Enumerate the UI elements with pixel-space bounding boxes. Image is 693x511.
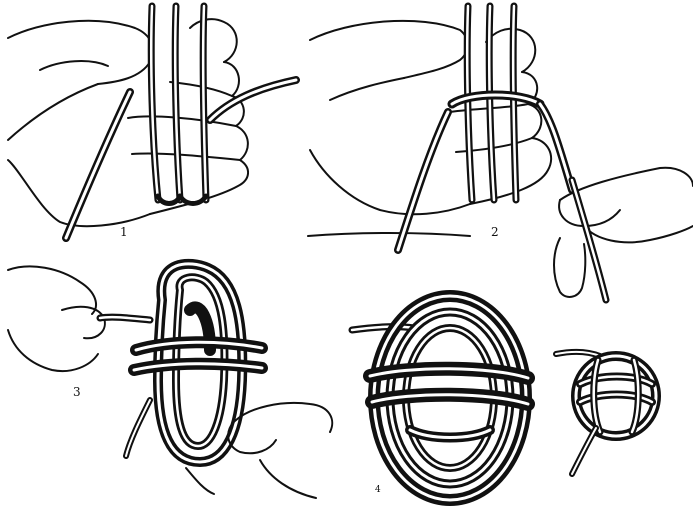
- step-4-knot: [370, 296, 528, 500]
- step-number-1: 1: [120, 226, 128, 238]
- step-number-4: 4: [375, 486, 381, 495]
- step-3-right-hand: [186, 403, 332, 498]
- finished-knot-figure: [556, 352, 656, 474]
- step-number-2: 2: [491, 226, 499, 238]
- step-2-strands: [467, 6, 516, 200]
- step-3-figure: [8, 264, 332, 498]
- step-2-figure: [308, 6, 693, 300]
- step-3-knot: [126, 264, 262, 462]
- step-number-3: 3: [73, 386, 81, 398]
- step-1-figure: [8, 6, 296, 238]
- step-2-right-hand: [554, 168, 693, 300]
- step-3-left-hand: [8, 266, 150, 371]
- step-4-figure: [352, 296, 528, 500]
